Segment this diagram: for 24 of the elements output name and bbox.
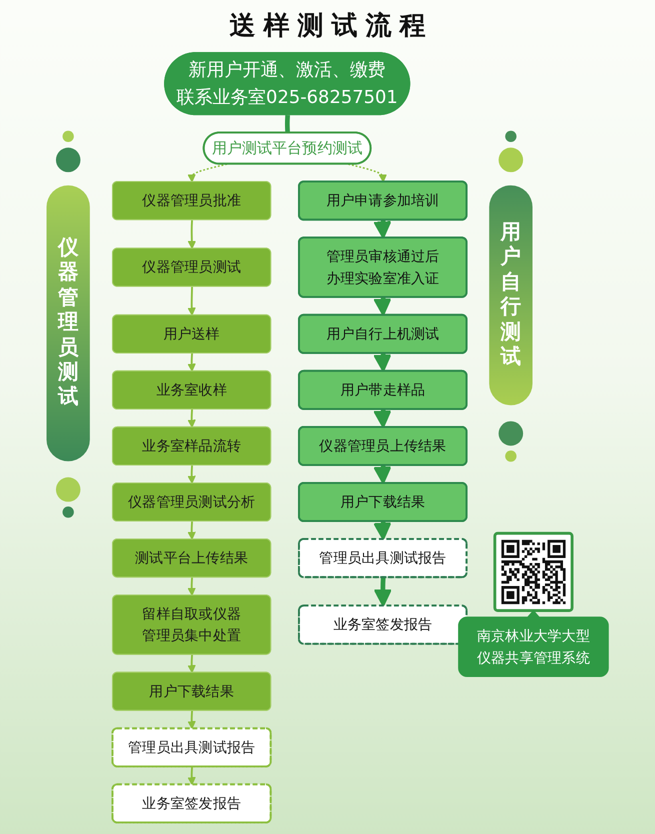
arrow	[188, 766, 196, 786]
arrow	[188, 710, 196, 730]
arrow	[374, 576, 392, 607]
arrow	[188, 654, 196, 674]
arrow	[188, 409, 196, 428]
arrow	[188, 522, 196, 540]
arrow	[373, 520, 392, 540]
arrow	[188, 465, 196, 484]
arrow	[373, 219, 392, 239]
node-box: 仪器管理员测试	[46, 185, 90, 462]
arrow	[188, 163, 228, 182]
arrow	[348, 163, 388, 182]
node-box: 用户自行测试	[489, 185, 533, 406]
arrow	[373, 296, 392, 316]
connector	[285, 114, 290, 134]
arrow	[373, 352, 392, 372]
arrow	[188, 578, 196, 596]
arrow	[373, 464, 392, 484]
title: 送样测试流程	[228, 10, 434, 43]
arrow	[188, 286, 196, 316]
arrow	[188, 220, 196, 250]
arrow	[373, 408, 392, 428]
node-picture	[493, 532, 574, 612]
arrow	[188, 353, 196, 372]
